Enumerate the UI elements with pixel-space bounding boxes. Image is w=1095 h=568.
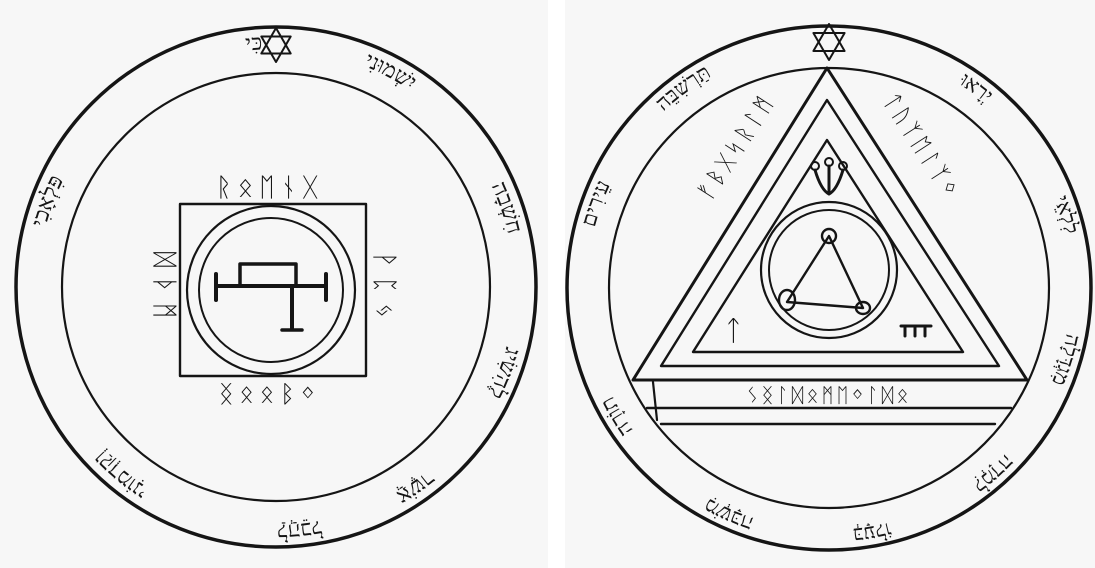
right-triangle-left-glyphs: ᚠᛒᚷᛋᚱᛚᛗ xyxy=(693,90,780,205)
star-of-david-icon xyxy=(813,24,844,60)
left-ring-word: כִּי xyxy=(244,30,263,56)
left-square-right-glyphs: ᚹᛈᛃ xyxy=(369,252,399,329)
left-center-circle-inner xyxy=(199,218,343,362)
right-inner-left-glyph: ᛏ xyxy=(725,314,742,347)
right-triangle-right-glyphs: ᛏᚢᛉᛖᛚᛉᛜ xyxy=(878,90,965,205)
panel-divider xyxy=(548,0,565,568)
triangle-sigil-icon xyxy=(779,229,870,314)
right-base-band-edge xyxy=(653,382,657,420)
cross-sigil-icon xyxy=(216,264,326,330)
right-pentacle-panel: תַּרְשִׁבֵּה עֵירִים תוֹרָה מִשְׁבָּה בְ… xyxy=(565,0,1095,568)
left-ring-word: לֶהִשִׂיג xyxy=(483,345,525,403)
right-ring-word: לִלְאֵי xyxy=(1049,192,1083,236)
left-ring-word: פִּלְאָכִי xyxy=(27,171,69,229)
left-square-bottom-glyphs: ᛝᛟᛟᛒᛜ xyxy=(219,380,321,408)
left-ring-word: לַהֲבֵל xyxy=(277,515,325,544)
right-pentacle-figure: תַּרְשִׁבֵּה עֵירִים תוֹרָה מִשְׁבָּה בְ… xyxy=(565,0,1095,568)
left-pentacle-figure: כִּי יִשְׁמוּנִי חִשְׁבָה לֶהִשִׂיג אֲשֶ… xyxy=(0,0,548,568)
right-triangle-base-glyphs: ᛊᛝᛚᛞᛟᛗᛖᛜᛚᛞᛟ xyxy=(747,383,912,407)
left-square-left-glyphs: ᛞᚦᛗ xyxy=(149,252,179,329)
right-ring-word: יְרָאוּ xyxy=(955,67,998,107)
right-ring-word: מִגְדָּלָה xyxy=(1047,332,1085,389)
right-inner-right-mark-icon xyxy=(901,326,931,336)
left-central-square xyxy=(180,204,366,376)
right-center-circle-outer xyxy=(761,202,897,338)
left-square-top-glyphs: ᚱᛟᛖᚾᚷ xyxy=(216,173,324,203)
left-ring-word: אֲשֶׁר xyxy=(392,466,439,510)
left-center-circle-outer xyxy=(187,206,355,374)
left-pentacle-panel: כִּי יִשְׁמוּנִי חִשְׁבָה לֶהִשִׂיג אֲשֶ… xyxy=(0,0,548,568)
star-of-david-icon xyxy=(261,28,290,62)
left-ring-word: חִשְׁבָה xyxy=(486,178,527,236)
right-middle-triangle xyxy=(661,100,999,366)
right-inner-ring xyxy=(609,68,1049,508)
